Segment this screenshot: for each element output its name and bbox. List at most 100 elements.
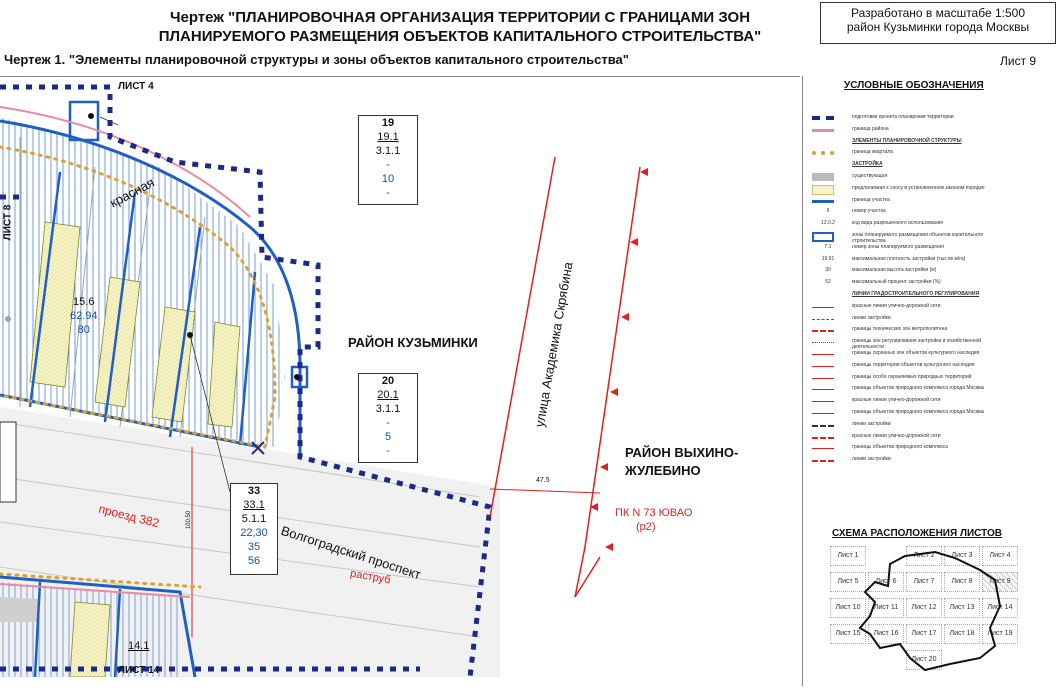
stamp-line-2: район Кузьминки города Москвы bbox=[846, 20, 1030, 34]
legend-item: границы технических зон метрополитена bbox=[812, 326, 1052, 336]
legend-symbol bbox=[812, 197, 834, 205]
sheet-cell[interactable]: Лист 5 bbox=[830, 572, 866, 592]
legend-text: ЭЛЕМЕНТЫ ПЛАНИРОВОЧНОЙ СТРУКТУРЫ bbox=[852, 137, 962, 144]
zone-box-33-code: 5.1.1 bbox=[241, 513, 267, 525]
legend-symbol bbox=[812, 161, 834, 169]
legend-text: линии застройки bbox=[852, 420, 891, 427]
zone-box-19-percent: - bbox=[386, 187, 390, 199]
legend-symbol bbox=[812, 444, 834, 452]
legend-item: границы зон регулирования застройки и хо… bbox=[812, 338, 1052, 350]
sheet-cell[interactable]: Лист 3 bbox=[944, 546, 980, 566]
legend-item: 12.0.2 код вида разрешенного использовани… bbox=[812, 220, 1052, 230]
sheet-cell[interactable]: Лист 19 bbox=[982, 624, 1018, 644]
legend-symbol bbox=[812, 397, 834, 405]
sheet-cell[interactable]: Лист 18 bbox=[944, 624, 980, 644]
legend-code: 19.91 bbox=[821, 255, 835, 262]
legend-symbol bbox=[812, 173, 834, 181]
legend-code: 7.1 bbox=[824, 243, 832, 250]
label-district-vykhino-2: ЖУЛЕБИНО bbox=[625, 463, 701, 478]
legend-panel: УСЛОВНЫЕ ОБОЗНАЧЕНИЯ подготовки проекта … bbox=[812, 80, 1052, 510]
zone-label-height: 80 bbox=[77, 324, 90, 336]
legend-symbol bbox=[812, 409, 834, 417]
legend-item: границы охранных зон объектов культурног… bbox=[812, 350, 1052, 360]
zone-box-20-plot: 20.1 bbox=[377, 389, 399, 401]
legend-title: УСЛОВНЫЕ ОБОЗНАЧЕНИЯ bbox=[844, 80, 984, 91]
legend-code: 52 bbox=[825, 279, 831, 286]
sheet-cell[interactable]: Лист 4 bbox=[982, 546, 1018, 566]
legend-item: граница района bbox=[812, 126, 1052, 136]
label-dim-vertical: 100.50 bbox=[186, 510, 193, 530]
stamp: Разработано в масштабе 1:500 район Кузьм… bbox=[820, 2, 1056, 44]
map-frame: ЛИСТ 4 ЛИСТ 8 ЛИСТ 14 красная РАЙОН КУЗЬ… bbox=[0, 76, 800, 677]
page-title: Чертеж "ПЛАНИРОВОЧНАЯ ОРГАНИЗАЦИЯ ТЕРРИТ… bbox=[100, 8, 820, 46]
label-district-kuzminki: РАЙОН КУЗЬМИНКИ bbox=[348, 335, 478, 350]
sheet-cell[interactable]: Лист 10 bbox=[830, 598, 866, 618]
legend-text: ЛИНИИ ГРАДОСТРОИТЕЛЬНОГО РЕГУЛИРОВАНИЯ bbox=[852, 291, 980, 297]
legend-item: существующая bbox=[812, 173, 1052, 183]
sheet-cell[interactable]: Лист 11 bbox=[868, 598, 904, 618]
legend-symbol bbox=[812, 126, 834, 134]
zone-box-19-height: 10 bbox=[381, 173, 395, 185]
sheet-cell[interactable]: Лист 6 bbox=[868, 572, 904, 592]
legend-text: линии застройки bbox=[852, 314, 891, 321]
legend-text: максимальный процент застройки (%) bbox=[852, 279, 941, 286]
legend-text: красные линии улично-дорожной сети bbox=[852, 432, 941, 439]
label-sheet-bottom: ЛИСТ 14 bbox=[118, 665, 160, 676]
sheet-cell[interactable]: Лист 7 bbox=[906, 572, 942, 592]
sheet-cell[interactable]: Лист 1 bbox=[830, 546, 866, 566]
legend-item: 52 максимальный процент застройки (%) bbox=[812, 279, 1052, 289]
legend-text: границы технических зон метрополитена bbox=[852, 326, 948, 333]
sheet-number: Лист 9 bbox=[1000, 54, 1037, 68]
legend-symbol bbox=[812, 291, 834, 299]
zone-box-33-density: 22,30 bbox=[240, 527, 268, 539]
zone-box-19-number: 19 bbox=[381, 117, 395, 129]
zone-box-33: 33 33.1 5.1.1 22,30 35 56 bbox=[230, 483, 278, 575]
legend-symbol bbox=[812, 456, 834, 464]
legend-text: номер участка bbox=[852, 208, 886, 215]
legend-text: ЗАСТРОЙКА bbox=[852, 161, 883, 168]
legend-symbol bbox=[812, 114, 834, 122]
legend-symbol bbox=[812, 374, 834, 382]
legend-item: граница квартала bbox=[812, 149, 1052, 159]
legend-item: 6 номер участка bbox=[812, 208, 1052, 218]
sheet-cell[interactable]: Лист 15 bbox=[830, 624, 866, 644]
legend-symbol bbox=[812, 326, 834, 334]
legend-item: ЗАСТРОЙКА bbox=[812, 161, 1052, 171]
legend-item: красные линии улично-дорожной сети bbox=[812, 397, 1052, 407]
legend-text: предлагаемая к сносу в установленном зак… bbox=[852, 184, 985, 191]
stamp-line-1: Разработано в масштабе 1:500 bbox=[850, 6, 1026, 20]
legend-symbol bbox=[812, 138, 834, 146]
label-district-vykhino-1: РАЙОН ВЫХИНО- bbox=[625, 445, 739, 460]
legend-text: граница квартала bbox=[852, 149, 893, 156]
title-line-2: ПЛАНИРУЕМОГО РАЗМЕЩЕНИЯ ОБЪЕКТОВ КАПИТАЛ… bbox=[158, 28, 762, 45]
legend-symbol bbox=[812, 350, 834, 358]
zone-box-20-density: - bbox=[386, 417, 390, 429]
legend-text: граница участка bbox=[852, 196, 890, 203]
legend-text: границы объектов природного комплекса го… bbox=[852, 385, 985, 392]
legend-symbol bbox=[812, 232, 834, 242]
label-pk-2: (р2) bbox=[636, 521, 656, 533]
legend-code: 12.0.2 bbox=[821, 220, 835, 227]
legend-text: красные линии улично-дорожной сети bbox=[852, 397, 941, 404]
sheet-cell[interactable]: Лист 13 bbox=[944, 598, 980, 618]
legend-text: границы объектов природного комплекса bbox=[852, 444, 948, 451]
legend-text: границы территории объектов культурного … bbox=[852, 361, 975, 368]
legend-code: 6 bbox=[826, 208, 830, 215]
zone-box-19-plot: 19.1 bbox=[377, 131, 399, 143]
legend-text: код вида разрешенного использования bbox=[852, 220, 943, 227]
legend-symbol bbox=[812, 433, 834, 441]
legend-text: линии застройки bbox=[852, 456, 891, 463]
legend-item: границы особо охраняемых природных терри… bbox=[812, 374, 1052, 384]
legend-item: границы территории объектов культурного … bbox=[812, 362, 1052, 372]
sheet-cell[interactable]: Лист 17 bbox=[906, 624, 942, 644]
label-pk-1: ПК N 73 ЮВАО bbox=[615, 507, 693, 519]
legend-symbol bbox=[812, 149, 834, 157]
sheet-cell[interactable]: Лист 8 bbox=[944, 572, 980, 592]
sheet-cell[interactable]: Лист 12 bbox=[906, 598, 942, 618]
legend-symbol bbox=[812, 315, 834, 323]
legend-code: 30 bbox=[825, 267, 831, 274]
legend-symbol bbox=[812, 303, 834, 311]
